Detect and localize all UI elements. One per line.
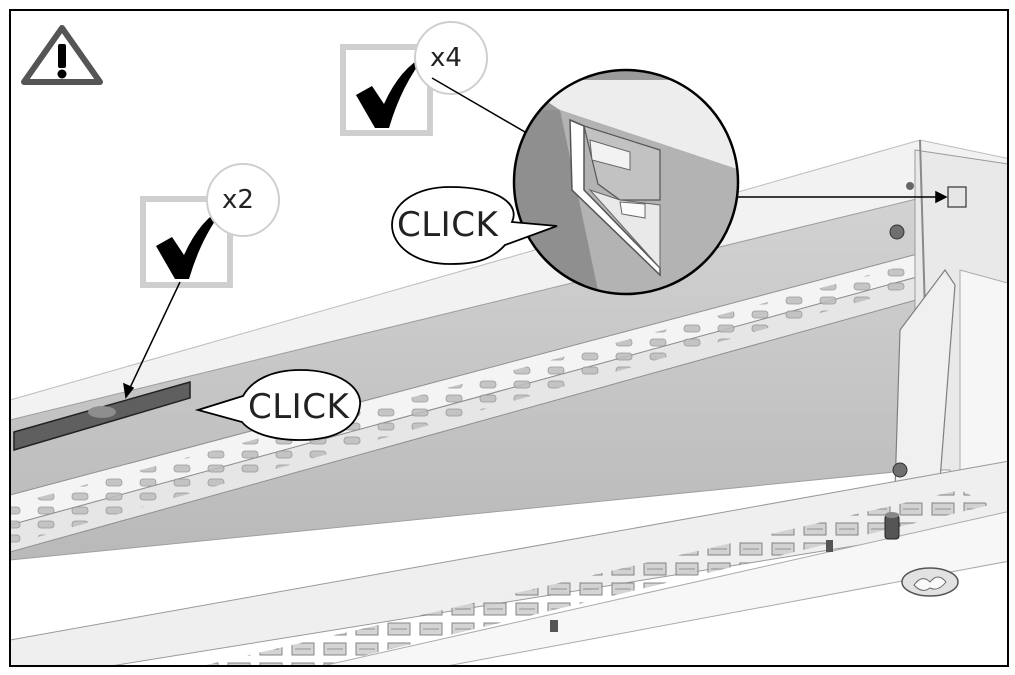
count-badge-left bbox=[206, 163, 280, 237]
warning-triangle-icon bbox=[21, 25, 103, 85]
count-label-left: x2 bbox=[222, 185, 254, 215]
checkmark-icon bbox=[356, 55, 426, 128]
checkmark-box-left bbox=[140, 196, 233, 288]
click-label-top: CLICK bbox=[397, 205, 499, 245]
cabinet-render bbox=[10, 10, 1008, 666]
count-badge-top bbox=[414, 21, 488, 95]
diagram-frame bbox=[9, 9, 1009, 667]
count-label-top: x4 bbox=[430, 43, 462, 73]
checkmark-icon bbox=[156, 206, 226, 279]
click-callout-top bbox=[391, 186, 558, 265]
checkmark-box-top bbox=[340, 44, 433, 136]
click-callout-bottom bbox=[194, 369, 361, 441]
click-label-bottom: CLICK bbox=[248, 387, 350, 427]
magnifier-detail bbox=[512, 68, 740, 296]
